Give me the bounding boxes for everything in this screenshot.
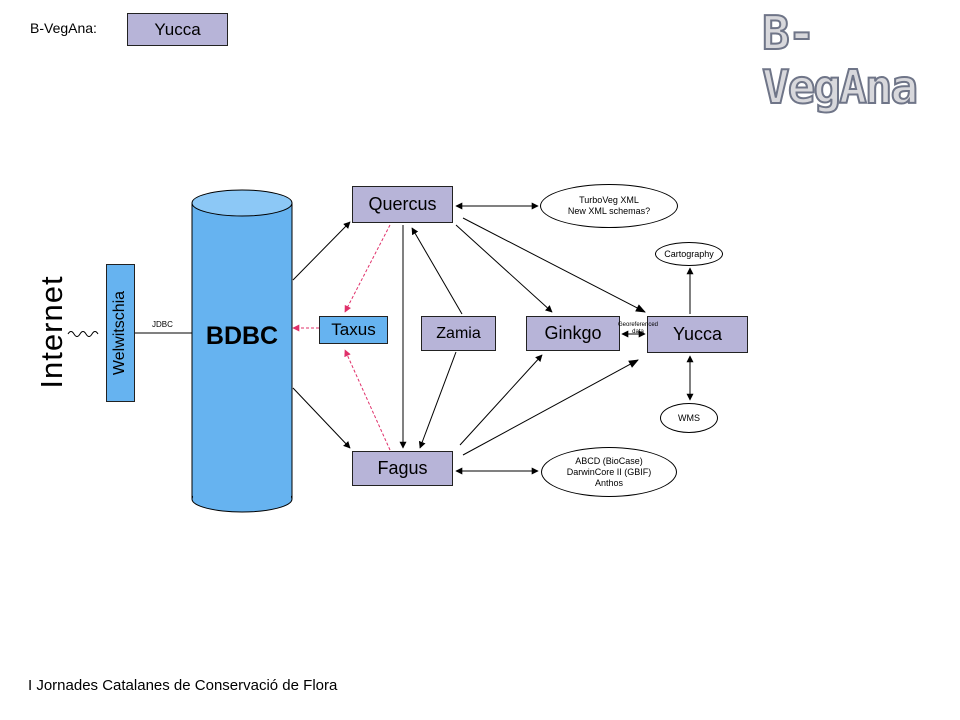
abcd-line-2: DarwinCore II (GBIF) bbox=[566, 466, 652, 477]
internet-label: Internet bbox=[34, 275, 69, 389]
arrow-quercus-yucca bbox=[462, 217, 646, 313]
abcd-ellipse: ABCD (BioCase) DarwinCore II (GBIF) Anth… bbox=[541, 447, 677, 497]
arrow-fagus-taxus bbox=[344, 349, 391, 451]
arrow-bdbc-fagus bbox=[292, 387, 351, 449]
zamia-node: Zamia bbox=[421, 316, 496, 351]
header-label: B-VegAna: bbox=[30, 20, 97, 36]
turboveg-line-2: New XML schemas? bbox=[567, 206, 651, 216]
georef-line-1: Georeferenced bbox=[617, 322, 659, 328]
quercus-node: Quercus bbox=[352, 186, 453, 223]
abcd-line-1: ABCD (BioCase) bbox=[575, 455, 643, 466]
bdbc-label: BDBC bbox=[205, 322, 279, 350]
arrow-zamia-quercus bbox=[411, 227, 463, 315]
welwitschia-box: Welwitschia bbox=[106, 264, 135, 402]
b-vegana-logo: B-VegAna bbox=[761, 5, 919, 115]
abcd-line-3: Anthos bbox=[594, 477, 623, 488]
georef-line-2: data bbox=[632, 329, 644, 335]
arrow-fagus-ginkgo bbox=[459, 354, 543, 446]
internet-squiggle bbox=[67, 331, 99, 337]
footer-text: I Jornades Catalanes de Conservació de F… bbox=[28, 677, 338, 694]
jdbc-label: JDBC bbox=[152, 320, 173, 329]
header-yucca-box: Yucca bbox=[127, 13, 228, 46]
turboveg-ellipse: TurboVeg XML New XML schemas? bbox=[540, 184, 678, 228]
bdbc-cylinder bbox=[191, 189, 293, 513]
arrow-zamia-fagus bbox=[418, 351, 457, 449]
georeferenced-label: Georeferenced data bbox=[616, 322, 660, 336]
fagus-node: Fagus bbox=[352, 451, 453, 486]
taxus-node: Taxus bbox=[319, 316, 388, 344]
arrow-bdbc-quercus bbox=[292, 221, 351, 281]
cartography-ellipse: Cartography bbox=[655, 242, 723, 266]
welwitschia-label: Welwitschia bbox=[111, 290, 129, 376]
ginkgo-node: Ginkgo bbox=[526, 316, 620, 351]
turboveg-line-1: TurboVeg XML bbox=[579, 195, 639, 205]
wms-ellipse: WMS bbox=[660, 403, 718, 433]
yucca-node: Yucca bbox=[647, 316, 748, 353]
arrow-quercus-ginkgo bbox=[455, 224, 553, 313]
arrow-quercus-taxus bbox=[344, 224, 391, 313]
arrow-fagus-yucca bbox=[462, 359, 639, 456]
